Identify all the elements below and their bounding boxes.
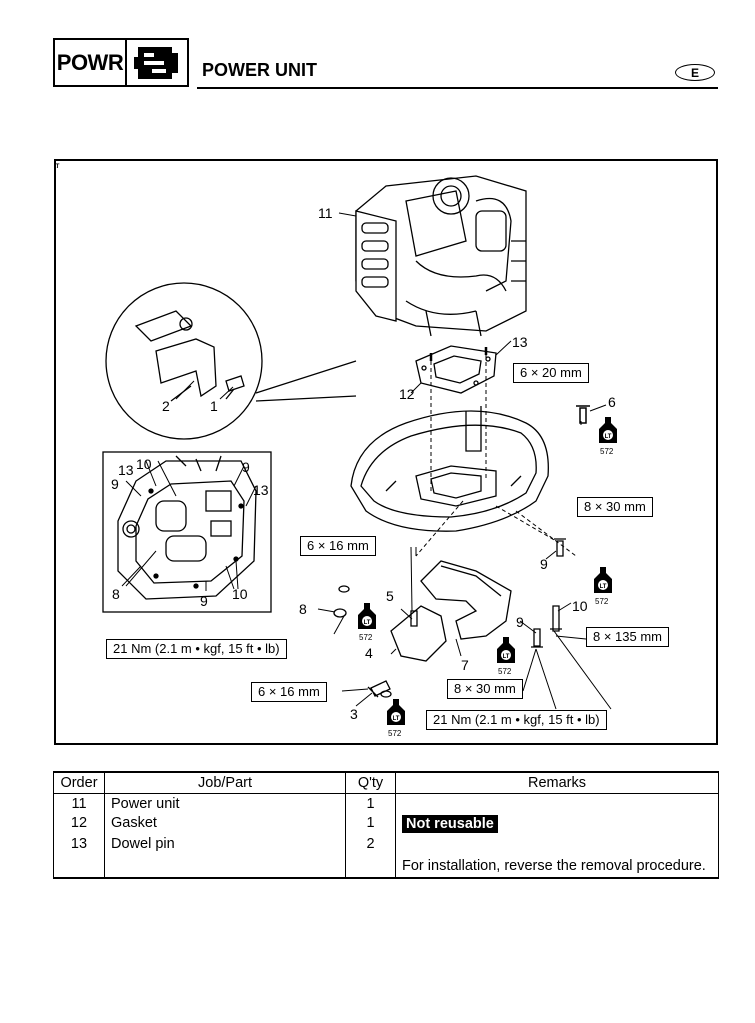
row-qty: 2: [345, 835, 396, 857]
callout-11: 11: [318, 205, 333, 221]
spec-bolt-6x16: 6 × 16 mm: [251, 682, 327, 702]
row-qty: 1: [345, 814, 396, 836]
row-order: 12: [53, 814, 105, 836]
header-rule: [197, 87, 718, 89]
section-code: POWR: [55, 40, 127, 85]
lt-mark: LT: [605, 434, 612, 440]
row-part: Gasket: [104, 814, 346, 836]
callout-13: 13: [512, 334, 528, 350]
lt-label: 572: [359, 633, 373, 642]
spec-bolt-8x30: 8 × 30 mm: [577, 497, 653, 517]
lt-mark: LT: [503, 654, 510, 660]
exploded-diagram: LT LT LT LT LT LT 572 572 572 572 572 11…: [54, 159, 718, 745]
callout-3: 3: [350, 706, 358, 722]
col-job-part: Job/Part: [104, 771, 346, 794]
table-row: 12 Gasket 1 Not reusable: [53, 814, 719, 836]
spec-torque: 21 Nm (2.1 m • kgf, 15 ft • lb): [106, 639, 287, 659]
lt-label: 572: [595, 597, 609, 606]
lt-label: 572: [388, 729, 402, 738]
row-order: 11: [53, 793, 105, 815]
table-row: 11 Power unit 1: [53, 793, 719, 815]
callout-9: 9: [111, 476, 119, 492]
callout-1: 1: [210, 398, 218, 414]
col-order: Order: [53, 771, 105, 794]
callout-13: 13: [118, 462, 134, 478]
parts-table: Order Job/Part Q'ty Remarks 11 Power uni…: [53, 771, 719, 879]
table-header-row: Order Job/Part Q'ty Remarks: [53, 771, 719, 794]
row-remarks: Not reusable: [395, 814, 719, 836]
lt-mark: LT: [600, 584, 607, 590]
language-badge: E: [675, 64, 715, 81]
lt-bottle-icons: LT LT LT LT LT LT: [56, 164, 617, 725]
row-part: Power unit: [104, 793, 346, 815]
callout-4: 4: [365, 645, 373, 661]
diagram-drawing: LT LT LT LT LT LT: [56, 164, 617, 725]
callout-7: 7: [461, 657, 469, 673]
row-part: Dowel pin: [104, 835, 346, 857]
power-unit-illustration: [355, 175, 527, 337]
lt-bottle-icon-1: LT: [599, 417, 617, 443]
callout-13: 13: [253, 482, 269, 498]
callout-10: 10: [572, 598, 588, 614]
plate-illustration: [390, 605, 447, 662]
spec-torque: 21 Nm (2.1 m • kgf, 15 ft • lb): [426, 710, 607, 730]
callout-12: 12: [399, 386, 415, 402]
lt-mark: LT: [393, 716, 400, 722]
spec-bolt-8x30: 8 × 30 mm: [447, 679, 523, 699]
callout-8: 8: [112, 586, 120, 602]
lt-label: 572: [498, 667, 512, 676]
lt-bottle-icon-3: LT: [358, 603, 376, 629]
callout-10: 10: [136, 456, 152, 472]
not-reusable-badge: Not reusable: [402, 814, 498, 833]
engine-icon: [127, 40, 187, 85]
callout-6: 6: [608, 394, 616, 410]
bottom-cowling-illustration: [350, 406, 549, 532]
row-remarks: [395, 835, 719, 857]
lt-mark: LT: [364, 620, 371, 626]
table-row: For installation, reverse the removal pr…: [53, 856, 719, 879]
lt-label: 572: [600, 447, 614, 456]
detail-magnifier: [105, 282, 357, 440]
lt-bottle-icon-2: LT: [594, 567, 612, 593]
spec-bolt-6x20: 6 × 20 mm: [513, 363, 589, 383]
table-row: 13 Dowel pin 2: [53, 835, 719, 857]
callout-9: 9: [242, 459, 250, 475]
section-tab: POWR: [53, 38, 189, 87]
spec-bolt-8x135: 8 × 135 mm: [586, 627, 670, 647]
page-title: POWER UNIT: [202, 60, 317, 80]
col-remarks: Remarks: [395, 771, 719, 794]
col-qty: Q'ty: [345, 771, 396, 794]
callout-8: 8: [299, 601, 307, 617]
callout-5: 5: [386, 588, 394, 604]
row-order: 13: [53, 835, 105, 857]
callout-9: 9: [200, 593, 208, 609]
callout-10: 10: [232, 586, 248, 602]
callout-9: 9: [540, 556, 548, 572]
lt-bottle-icon-5: LT: [387, 699, 405, 725]
lt-mark: LT: [56, 164, 60, 170]
callout-2: 2: [162, 398, 170, 414]
inset-detail: [102, 451, 272, 613]
spec-bolt-6x16: 6 × 16 mm: [300, 536, 376, 556]
row-qty: 1: [345, 793, 396, 815]
callout-9: 9: [516, 614, 524, 630]
installation-note: For installation, reverse the removal pr…: [395, 856, 719, 879]
lt-bottle-icon-4: LT: [497, 637, 515, 663]
lower-cover-illustration: [420, 560, 512, 640]
gasket-illustration: [415, 345, 497, 394]
row-remarks: [395, 793, 719, 815]
